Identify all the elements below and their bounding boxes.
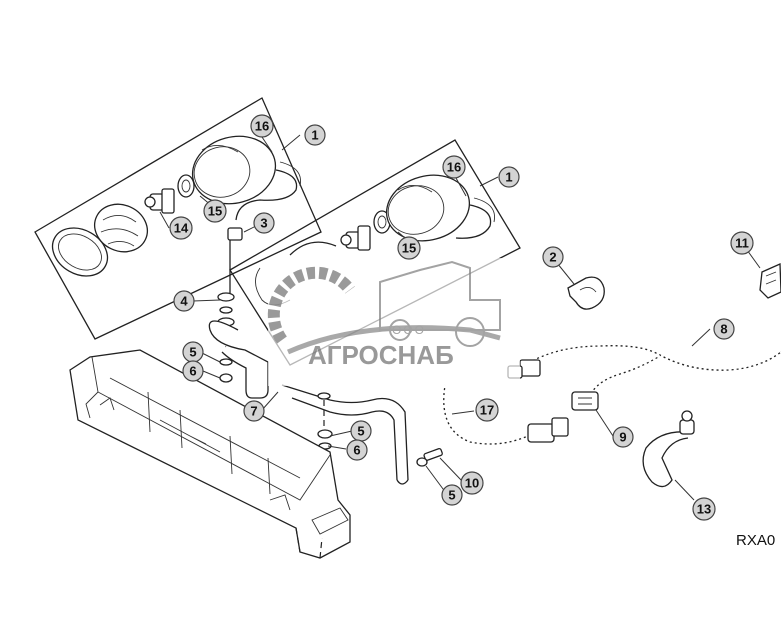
callout-1b: 1 (498, 166, 520, 188)
svg-text:7: 7 (250, 404, 257, 419)
callout-9: 9 (612, 426, 634, 448)
watermark-logo: ООО АГРОСНАБ (267, 258, 520, 386)
callout-13: 13 (692, 497, 716, 521)
mount-hardware-left (208, 240, 409, 485)
svg-text:14: 14 (174, 221, 189, 236)
svg-text:4: 4 (180, 294, 188, 309)
callout-5c: 5 (441, 484, 463, 506)
svg-text:5: 5 (357, 424, 364, 439)
svg-text:9: 9 (619, 430, 626, 445)
clip-part (567, 276, 605, 310)
figure-code: RXA0 (736, 532, 775, 549)
callout-10: 10 (460, 471, 484, 495)
callout-15b: 15 (397, 236, 421, 260)
svg-text:8: 8 (720, 322, 727, 337)
callout-1a: 1 (304, 124, 326, 146)
svg-text:6: 6 (353, 443, 360, 458)
callout-8: 8 (713, 318, 735, 340)
watermark-company: ООО (392, 323, 426, 337)
callout-5b: 5 (350, 420, 372, 442)
wiring-harness (416, 343, 781, 467)
lamp-assembly-left (34, 97, 322, 340)
callout-16b: 16 (442, 155, 466, 179)
frame-weldment (69, 349, 351, 559)
svg-text:2: 2 (549, 250, 556, 265)
svg-text:10: 10 (465, 476, 479, 491)
callout-3: 3 (253, 212, 275, 234)
svg-text:11: 11 (735, 236, 749, 251)
svg-text:6: 6 (189, 364, 196, 379)
svg-text:15: 15 (402, 241, 416, 256)
callout-15a: 15 (203, 199, 227, 223)
svg-text:1: 1 (311, 128, 318, 143)
connector-part (759, 263, 781, 299)
callout-2: 2 (542, 246, 564, 268)
callout-17: 17 (475, 398, 499, 422)
svg-text:17: 17 (480, 403, 494, 418)
svg-text:13: 13 (697, 502, 711, 517)
lamp-assembly-right (229, 139, 521, 366)
callout-16a: 16 (250, 114, 274, 138)
svg-text:16: 16 (447, 160, 461, 175)
svg-text:3: 3 (260, 216, 267, 231)
callout-7: 7 (243, 400, 265, 422)
callout-11: 11 (730, 231, 754, 255)
watermark-brand: АГРОСНАБ (308, 340, 454, 370)
svg-text:16: 16 (255, 119, 269, 134)
svg-text:5: 5 (448, 488, 455, 503)
cable-strap (642, 410, 695, 488)
svg-text:5: 5 (189, 345, 196, 360)
callout-4: 4 (173, 290, 195, 312)
callout-6b: 6 (346, 439, 368, 461)
callout-6a: 6 (182, 360, 204, 382)
svg-text:15: 15 (208, 204, 222, 219)
callout-5a: 5 (182, 341, 204, 363)
callout-14: 14 (169, 216, 193, 240)
svg-text:1: 1 (505, 170, 512, 185)
